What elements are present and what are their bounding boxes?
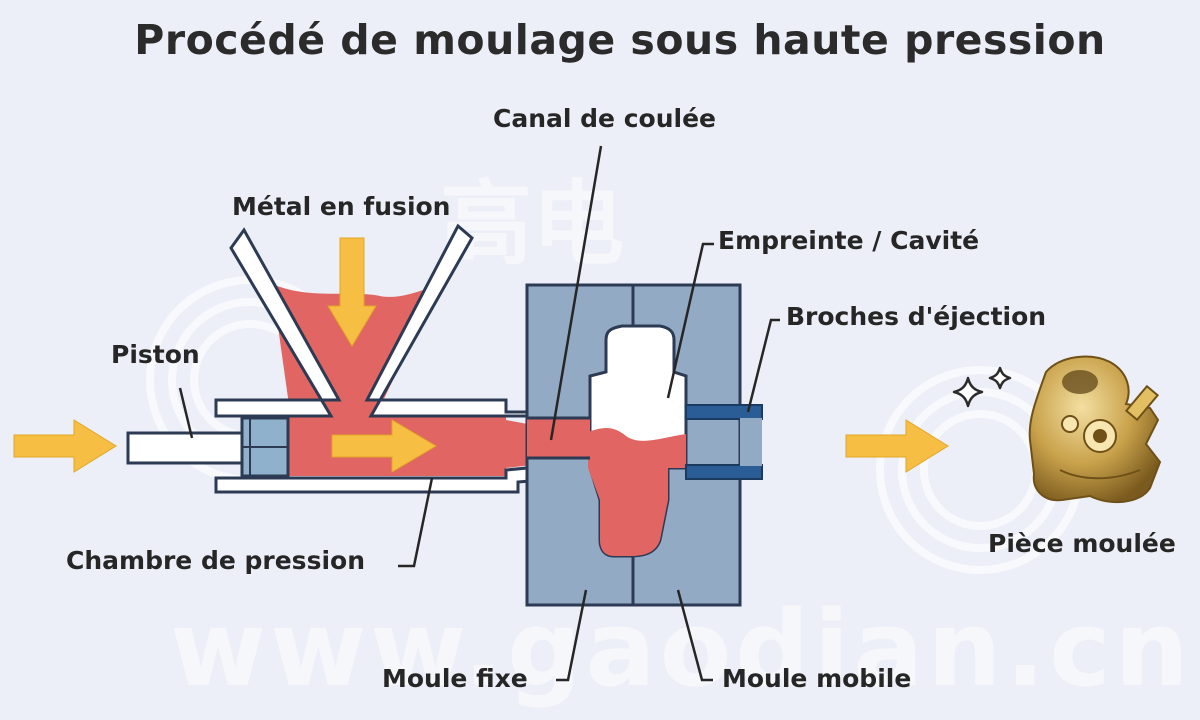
leader-piston <box>178 387 194 439</box>
flow-arrow-icon-metal-down <box>327 237 377 347</box>
sprue-channel <box>527 418 590 458</box>
flow-arrow-icon-left <box>13 419 117 473</box>
watermark-url: www.gaodian.cn <box>170 588 1193 710</box>
leader-lines <box>178 145 780 682</box>
ejector-pin-bottom <box>685 464 763 480</box>
hopper-left-wall <box>214 227 342 418</box>
leader-chamber <box>398 477 434 568</box>
flow-arrow-icon-right <box>845 419 949 473</box>
label-cavity: Empreinte / Cavité <box>718 226 980 255</box>
label-molten-metal: Métal en fusion <box>232 192 451 221</box>
flow-arrow-icon <box>13 237 949 473</box>
cavity-metal <box>588 428 686 556</box>
sparkle-icon-small <box>988 366 1012 390</box>
leader-ejector <box>746 318 780 413</box>
label-fixed-mold: Moule fixe <box>382 664 528 693</box>
flow-arrow-icon-chamber <box>331 419 437 473</box>
label-sprue: Canal de coulée <box>493 104 716 133</box>
leader-moving-mold <box>676 589 713 682</box>
label-piston: Piston <box>111 340 200 369</box>
sparkle-icon-large <box>952 376 984 408</box>
cast-part-icon <box>1028 355 1162 504</box>
page-title: Procédé de moulage sous haute pression <box>134 16 1106 64</box>
pressure-chamber <box>126 223 592 494</box>
leader-sprue <box>549 145 603 441</box>
ejector-pin-top <box>685 404 763 420</box>
label-ejector-pins: Broches d'éjection <box>786 302 1047 331</box>
piston-rod <box>126 431 245 465</box>
hopper-right-wall <box>364 223 592 418</box>
molten-metal-channel <box>286 404 590 476</box>
mold <box>525 283 763 607</box>
sparkle-icon <box>952 366 1012 408</box>
label-pressure-chamber: Chambre de pression <box>66 546 365 575</box>
leader-cavity <box>666 242 714 399</box>
leader-fixed-mold <box>556 589 588 682</box>
label-moving-mold: Moule mobile <box>722 664 912 693</box>
label-cast-part: Pièce moulée <box>988 529 1176 558</box>
